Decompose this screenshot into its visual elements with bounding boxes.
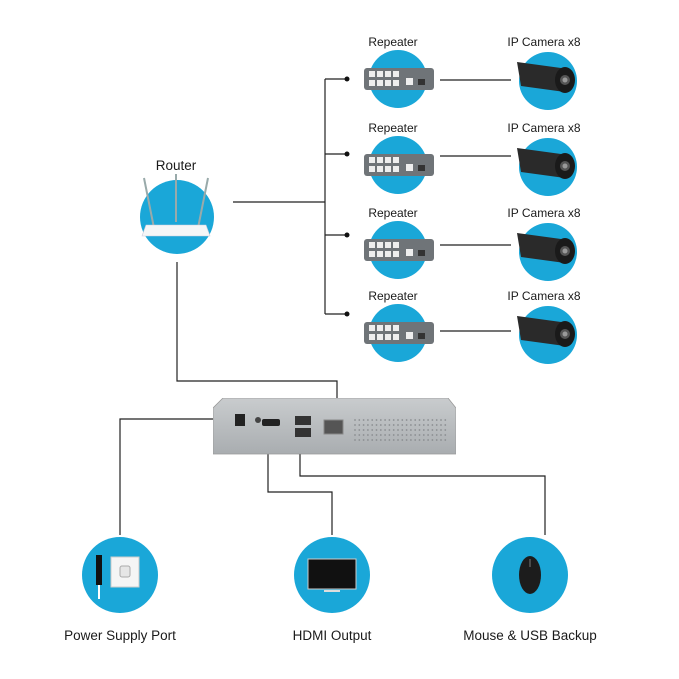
lan-port <box>323 419 344 435</box>
network-switch-icon <box>364 239 434 261</box>
ip-camera-node[interactable] <box>513 136 581 196</box>
output-node[interactable] <box>492 537 568 613</box>
output-label: Power Supply Port <box>64 628 176 643</box>
monitor-icon <box>307 558 357 592</box>
output-node[interactable] <box>294 537 370 613</box>
router-label: Router <box>155 158 197 173</box>
network-switch-icon <box>364 68 434 90</box>
usb-port <box>295 428 311 437</box>
repeater-node[interactable] <box>364 304 436 364</box>
output-label: Mouse & USB Backup <box>463 628 597 643</box>
repeater-label: Repeater <box>368 121 418 135</box>
output-node[interactable] <box>82 537 158 613</box>
junction-dot <box>344 151 350 157</box>
dc-port <box>235 414 245 426</box>
wifi-router-icon <box>141 174 211 237</box>
hdmi-line <box>267 438 333 535</box>
camera-label: IP Camera x8 <box>507 35 581 49</box>
hdmi-port <box>262 419 280 426</box>
camera-label: IP Camera x8 <box>507 206 581 220</box>
ip-camera-node[interactable] <box>513 50 581 110</box>
power-line <box>119 418 222 535</box>
router-node[interactable] <box>136 170 216 254</box>
power-outlet-icon <box>96 555 140 599</box>
network-switch-icon <box>364 154 434 176</box>
nvr-rear-panel <box>212 397 457 455</box>
usb-port <box>295 416 311 425</box>
repeater-label: Repeater <box>368 206 418 220</box>
repeater-node[interactable] <box>364 136 436 196</box>
network-switch-icon <box>364 322 434 344</box>
junction-dot <box>344 232 350 238</box>
ip-camera-node[interactable] <box>513 221 581 281</box>
ip-camera-node[interactable] <box>513 304 581 364</box>
nvr-device[interactable] <box>212 397 457 457</box>
output-label: HDMI Output <box>292 628 372 643</box>
repeater-node[interactable] <box>364 221 436 281</box>
mouse-icon <box>519 556 541 594</box>
repeater-label: Repeater <box>368 35 418 49</box>
reset-button <box>255 417 261 423</box>
repeater-label: Repeater <box>368 289 418 303</box>
router-nvr-line <box>176 262 338 413</box>
camera-label: IP Camera x8 <box>507 121 581 135</box>
usb-line <box>299 452 546 535</box>
bullet-camera-icon <box>517 233 575 264</box>
junction-dot <box>344 311 350 317</box>
camera-label: IP Camera x8 <box>507 289 581 303</box>
bullet-camera-icon <box>517 62 575 93</box>
bullet-camera-icon <box>517 148 575 179</box>
junction-dot <box>344 76 350 82</box>
bullet-camera-icon <box>517 316 575 347</box>
repeater-node[interactable] <box>364 50 436 110</box>
